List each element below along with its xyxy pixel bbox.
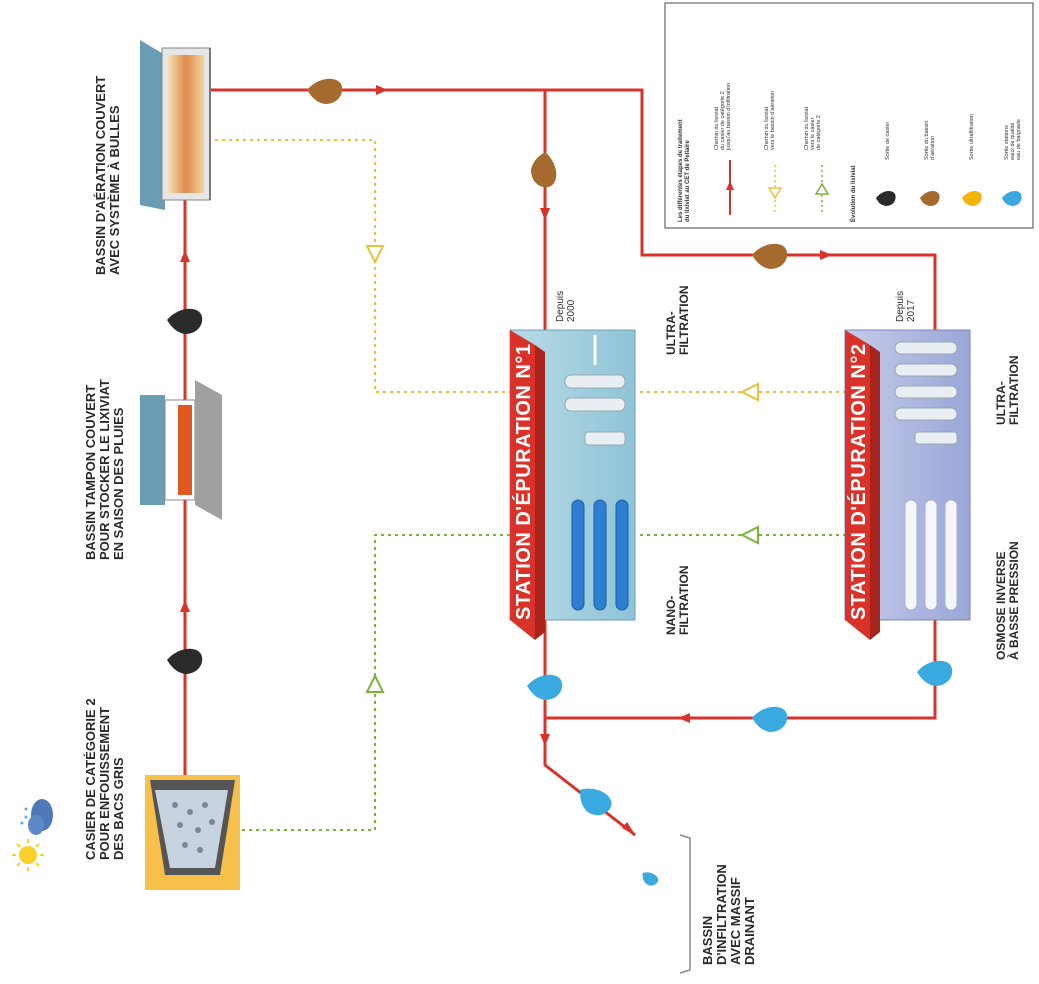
station-1-since: Depuis 2000	[555, 288, 577, 322]
aeration-label: BASSIN D'AÉRATION COUVERT AVEC SYSTÈME À…	[93, 72, 122, 275]
yellow-arrow-2	[739, 382, 759, 402]
svg-text:Sortie du bassin d'aér: Sortie du bassin d'aération	[924, 119, 936, 160]
station-2-banner	[845, 330, 870, 640]
casier-label: CASIER DE CATÉGORIE 2 POUR ENFOUISSEMENT…	[83, 695, 126, 860]
station-2: STATION D'ÉPURATION N°2	[844, 329, 971, 640]
drop-blue-4	[580, 788, 612, 816]
tampon-label: BASSIN TAMPON COUVERT POUR STOCKER LE LI…	[83, 376, 126, 560]
drop-blue-1	[527, 674, 563, 700]
svg-text:Sortie stations eaux d: Sortie stations eaux de qualité eau de b…	[1004, 119, 1022, 160]
bassin-aeration	[140, 40, 211, 210]
legend-drop-brown: Sortie du bassin d'aération	[920, 119, 940, 206]
svg-text:Chemin du lixiviat du: Chemin du lixiviat du casier de catégori…	[714, 83, 732, 151]
drop-blue-2	[752, 706, 788, 732]
station-1-title: STATION D'ÉPURATION N°1	[512, 344, 535, 620]
legend-title: Les différentes étapes de traitement du …	[678, 118, 691, 222]
red-arrowheads	[180, 85, 832, 836]
legend-flow-green: Chemin du lixiviat vers le casier de cat…	[804, 105, 830, 215]
drop-brown-1	[307, 78, 343, 104]
legend-evolution-title: Évolution du lixiviat	[849, 165, 857, 222]
legend-drop-blue: Sortie stations eaux de qualité eau de b…	[1002, 119, 1022, 206]
drop-black-2	[167, 308, 203, 334]
legend: Les différentes étapes de traitement du …	[664, 2, 1034, 229]
legend-flow-red: Chemin du lixiviat du casier de catégori…	[714, 83, 734, 215]
green-arrow-1	[365, 673, 385, 693]
infiltration-label: BASSIN D'INFILTRATION AVEC MASSIF DRAINA…	[700, 861, 757, 965]
green-arrow-2	[739, 525, 759, 545]
drop-black-1	[167, 648, 203, 674]
station-2-title: STATION D'ÉPURATION N°2	[847, 344, 870, 620]
station-1-ultra-label: ULTRA- FILTRATION	[664, 285, 691, 355]
station-2-since: Depuis 2017	[895, 288, 917, 322]
drop-brown-2	[531, 152, 557, 188]
drop-brown-3	[752, 243, 788, 269]
svg-text:Sortie ultrafiltration: Sortie ultrafiltration	[969, 114, 975, 160]
svg-text:Sortie de casier: Sortie de casier	[885, 122, 891, 160]
sun-icon	[12, 839, 44, 871]
casier-categorie-2	[145, 775, 240, 890]
station-1-nano-label: NANO- FILTRATION	[664, 565, 691, 635]
yellow-arrow-1	[365, 245, 385, 265]
legend-drop-black: Sortie de casier	[876, 122, 896, 206]
drop-blue-3	[917, 660, 953, 686]
svg-text:Chemin du lixiviat ver: Chemin du lixiviat vers le bassin d'aéra…	[764, 91, 776, 150]
rain-cloud-icon	[20, 799, 53, 835]
station-2-osmose-label: OSMOSE INVERSE À BASSE PRESSION	[994, 541, 1021, 660]
station-1-banner	[510, 330, 535, 640]
svg-text:Chemin du lixiviat ver: Chemin du lixiviat vers le casier de cat…	[804, 105, 822, 150]
legend-drop-yellow: Sortie ultrafiltration	[962, 114, 982, 206]
drop-blue-small	[642, 872, 659, 886]
station-1: STATION D'ÉPURATION N°1	[509, 329, 636, 640]
station-2-ultra-label: ULTRA- FILTRATION	[994, 355, 1021, 425]
legend-flow-yellow: Chemin du lixiviat vers le bassin d'aéra…	[764, 91, 783, 215]
bassin-tampon	[140, 380, 222, 520]
yellow-return-flow	[215, 139, 940, 393]
infiltration-bracket	[679, 834, 691, 974]
